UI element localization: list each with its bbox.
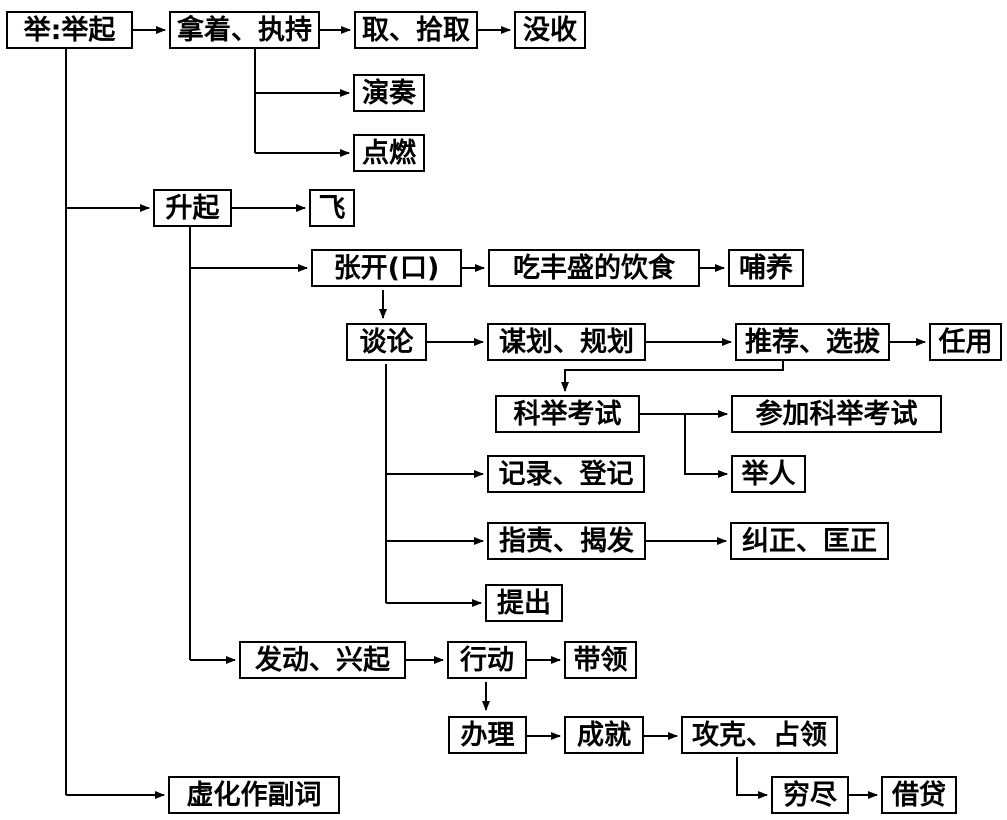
node-gongke: 攻克、占领 — [681, 716, 838, 754]
node-keju: 科举考试 — [495, 395, 640, 433]
node-chengjiu: 成就 — [564, 716, 644, 754]
node-xuhua: 虚化作副词 — [168, 776, 340, 814]
node-quqi: 取、拾取 — [354, 11, 478, 49]
node-fadong: 发动、兴起 — [239, 641, 406, 679]
node-renyong: 任用 — [929, 323, 1002, 361]
node-dianran: 点燃 — [353, 134, 425, 172]
node-yanzou: 演奏 — [353, 74, 425, 112]
node-ju: 举:举起 — [6, 11, 133, 49]
node-shengqi: 升起 — [153, 189, 232, 227]
node-banli: 办理 — [448, 716, 527, 754]
node-fei: 飞 — [309, 189, 355, 227]
node-zhize: 指责、揭发 — [487, 522, 646, 560]
node-tanlun: 谈论 — [346, 323, 427, 361]
node-dailing: 带领 — [564, 641, 637, 679]
node-mouhua: 谋划、规划 — [487, 323, 646, 361]
node-buyang: 哺养 — [728, 249, 804, 287]
node-tuijian: 推荐、选拔 — [735, 323, 890, 361]
node-zhangkai: 张开(口) — [311, 249, 462, 287]
node-moshou: 没收 — [514, 11, 586, 49]
node-jilu: 记录、登记 — [487, 455, 645, 493]
node-jiuzheng: 纠正、匡正 — [730, 522, 889, 560]
node-juren: 举人 — [731, 455, 806, 493]
node-jiedai: 借贷 — [881, 776, 957, 814]
arrow-gongke-qiongjin — [736, 757, 768, 799]
node-nazhe: 拿着、执持 — [169, 11, 320, 49]
node-tichu: 提出 — [485, 584, 563, 622]
arrow-keju-juren — [684, 414, 728, 478]
node-chi: 吃丰盛的饮食 — [488, 249, 700, 287]
node-xingdong: 行动 — [447, 641, 527, 679]
node-canjia: 参加科举考试 — [731, 395, 942, 433]
node-qiongjin: 穷尽 — [771, 776, 849, 814]
arrow-tuijian-keju — [561, 361, 784, 392]
